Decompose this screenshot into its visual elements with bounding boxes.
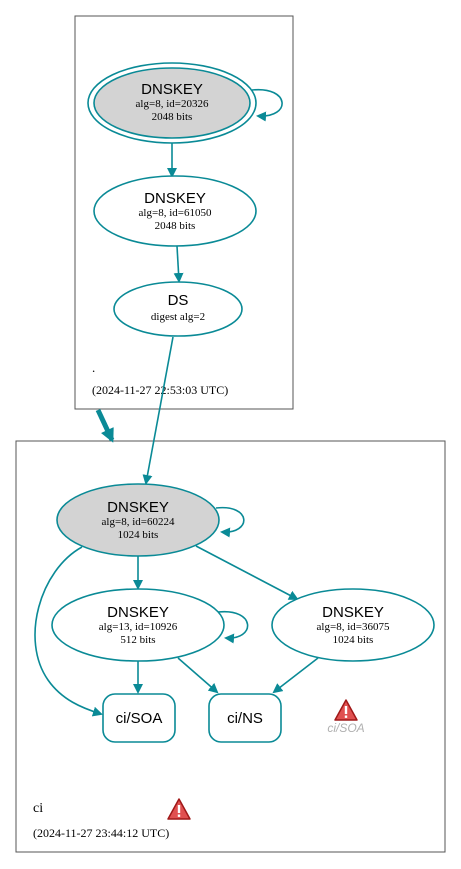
dnskey-title: DNSKEY xyxy=(107,499,169,516)
warning-node-soa[interactable]: ci/SOA xyxy=(327,699,365,735)
dnskey-alg-id: alg=8, id=36075 xyxy=(317,621,390,633)
dnskey-bits: 1024 bits xyxy=(333,634,374,646)
edge-60224-to-soa xyxy=(34,546,103,717)
dnskey-bits: 1024 bits xyxy=(118,529,159,541)
dnskey-title: DNSKEY xyxy=(107,604,169,621)
ds-node[interactable]: DS digest alg=2 xyxy=(113,281,243,337)
warning-label: ci/SOA xyxy=(327,721,364,735)
rrset-node-ns[interactable]: ci/NS xyxy=(208,693,282,743)
self-loop-edge-10926 xyxy=(217,610,249,644)
ds-digest: digest alg=2 xyxy=(151,311,205,323)
dnskey-alg-id: alg=13, id=10926 xyxy=(99,621,178,633)
dnskey-alg-id: alg=8, id=20326 xyxy=(136,98,209,110)
zone-ci-name: ci xyxy=(33,801,43,816)
dnskey-node-36075[interactable]: DNSKEY alg=8, id=36075 1024 bits xyxy=(271,588,435,662)
zone-root-box xyxy=(74,15,294,410)
zone-ci-timestamp: (2024-11-27 23:44:12 UTC) xyxy=(33,826,169,840)
dnskey-bits: 512 bits xyxy=(120,634,155,646)
zone-ci-box xyxy=(15,440,446,853)
ds-title: DS xyxy=(168,292,189,309)
zone-root-name: . xyxy=(92,360,95,375)
dnskey-title: DNSKEY xyxy=(144,190,206,207)
edge-61050-to-ds xyxy=(173,245,184,283)
dnskey-bits: 2048 bits xyxy=(155,220,196,232)
dnskey-alg-id: alg=8, id=60224 xyxy=(102,516,175,528)
edge-ds-to-60224 xyxy=(142,336,174,485)
rrset-label: ci/SOA xyxy=(116,710,163,727)
delegation-edge xyxy=(95,408,115,443)
edge-60224-to-36075 xyxy=(195,545,299,600)
dnskey-title: DNSKEY xyxy=(141,81,203,98)
edge-10926-to-ns xyxy=(177,657,219,694)
zone-root-timestamp: (2024-11-27 22:53:03 UTC) xyxy=(92,383,228,397)
rrset-node-soa[interactable]: ci/SOA xyxy=(102,693,176,743)
dnskey-bits: 2048 bits xyxy=(152,111,193,123)
zone-warning-icon[interactable] xyxy=(167,798,191,820)
dnskey-node-10926[interactable]: DNSKEY alg=13, id=10926 512 bits xyxy=(51,588,225,662)
warning-triangle-icon xyxy=(334,699,358,721)
self-loop-edge-60224 xyxy=(215,506,245,538)
dnskey-title: DNSKEY xyxy=(322,604,384,621)
edge-36075-to-ns xyxy=(272,657,319,694)
dnskey-node-20326[interactable]: DNSKEY alg=8, id=20326 2048 bits xyxy=(87,62,257,144)
dnskey-node-60224[interactable]: DNSKEY alg=8, id=60224 1024 bits xyxy=(56,483,220,557)
rrset-label: ci/NS xyxy=(227,710,263,727)
self-loop-edge-20326 xyxy=(251,88,283,122)
dnskey-alg-id: alg=8, id=61050 xyxy=(139,207,212,219)
dnskey-node-61050[interactable]: DNSKEY alg=8, id=61050 2048 bits xyxy=(93,175,257,247)
